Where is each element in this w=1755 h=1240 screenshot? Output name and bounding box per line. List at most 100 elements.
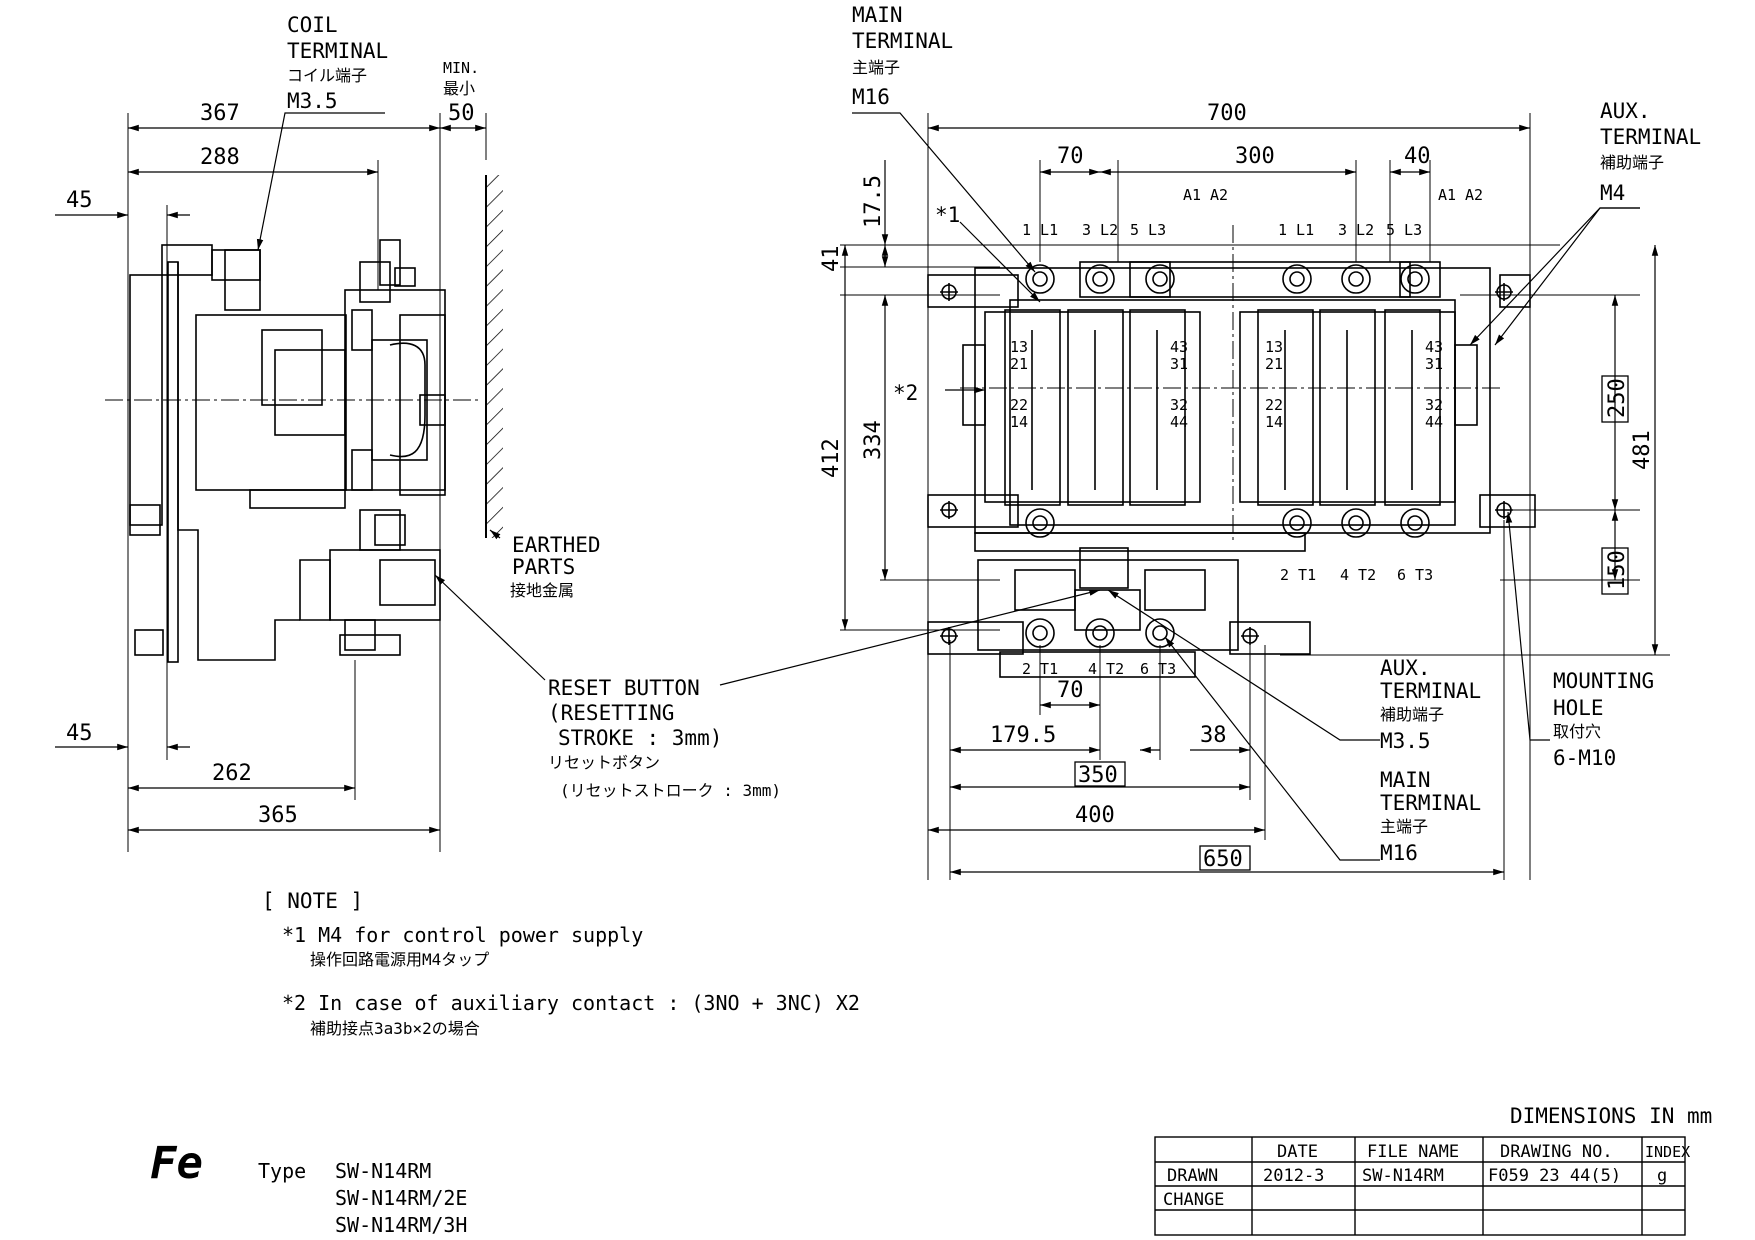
dim-262: 262 bbox=[212, 761, 252, 786]
row-drawn-file: SW-N14RM bbox=[1362, 1166, 1444, 1186]
note-heading: [ NOTE ] bbox=[262, 889, 363, 913]
term-4t2-left: 4 T2 bbox=[1088, 660, 1124, 678]
notes: [ NOTE ] *1 M4 for control power supply … bbox=[262, 889, 860, 1038]
aux-terminal-bottom-1: AUX. bbox=[1380, 656, 1431, 680]
aux-31-left: 31 bbox=[1170, 355, 1188, 373]
dim-288: 288 bbox=[200, 145, 240, 170]
hdr-date: DATE bbox=[1277, 1142, 1318, 1162]
earthed-label-2: PARTS bbox=[512, 555, 575, 579]
dim-481: 481 bbox=[1630, 430, 1655, 470]
term-3l2-left: 3 L2 bbox=[1082, 221, 1118, 239]
aux-32-left: 32 bbox=[1170, 396, 1188, 414]
term-4t2-right: 4 T2 bbox=[1340, 566, 1376, 584]
dim-70-top: 70 bbox=[1057, 144, 1084, 169]
mounting-hole-1: MOUNTING bbox=[1553, 669, 1654, 693]
reset-label-1: RESET BUTTON bbox=[548, 676, 700, 700]
dim-17-5: 17.5 bbox=[861, 175, 886, 228]
term-6t3-left: 6 T3 bbox=[1140, 660, 1176, 678]
main-terminal-top-1: MAIN bbox=[852, 3, 903, 27]
right-front-view bbox=[840, 113, 1670, 880]
note-1-en: *1 M4 for control power supply bbox=[282, 923, 643, 947]
reset-stroke-jp: (リセットストローク : 3mm) bbox=[560, 781, 781, 800]
type-1: SW-N14RM bbox=[335, 1159, 431, 1183]
star1-marker: *1 bbox=[935, 203, 960, 227]
aux-43-left: 43 bbox=[1170, 338, 1188, 356]
term-5l3-left: 5 L3 bbox=[1130, 221, 1166, 239]
term-2t1-right: 2 T1 bbox=[1280, 566, 1316, 584]
dim-40: 40 bbox=[1404, 144, 1431, 169]
reset-label-3: STROKE : 3mm) bbox=[558, 726, 722, 750]
note-2-en: *2 In case of auxiliary contact : (3NO +… bbox=[282, 991, 860, 1015]
title-table-grid bbox=[1154, 1136, 1686, 1236]
dim-45-top: 45 bbox=[66, 188, 93, 213]
type-2: SW-N14RM/2E bbox=[335, 1186, 467, 1210]
hdr-index: INDEX bbox=[1645, 1143, 1690, 1161]
hdr-drawing-no: DRAWING NO. bbox=[1500, 1142, 1613, 1162]
row-drawn-index: g bbox=[1657, 1166, 1667, 1186]
term-a2-right: A2 bbox=[1465, 186, 1483, 204]
term-a1-left: A1 bbox=[1183, 186, 1201, 204]
dim-365: 365 bbox=[258, 803, 298, 828]
dim-70-bottom: 70 bbox=[1057, 678, 1084, 703]
aux-terminal-bottom-jp: 補助端子 bbox=[1380, 705, 1444, 724]
aux-43-right: 43 bbox=[1425, 338, 1443, 356]
left-side-view bbox=[105, 113, 503, 852]
type-label: Type bbox=[258, 1159, 306, 1183]
term-1l1-right: 1 L1 bbox=[1278, 221, 1314, 239]
coil-terminal-label-jp: コイル端子 bbox=[287, 66, 367, 85]
left-dimension-lines bbox=[55, 112, 1101, 834]
term-a1-right: A1 bbox=[1438, 186, 1456, 204]
main-terminal-top-2: TERMINAL bbox=[852, 29, 953, 53]
dim-400: 400 bbox=[1075, 803, 1115, 828]
dim-334: 334 bbox=[861, 420, 886, 460]
dim-367: 367 bbox=[200, 101, 240, 126]
aux-terminal-bottom-size: M3.5 bbox=[1380, 729, 1431, 753]
term-5l3-right: 5 L3 bbox=[1386, 221, 1422, 239]
note-1-jp: 操作回路電源用M4タップ bbox=[310, 950, 489, 969]
aux-terminal-top-size: M4 bbox=[1600, 181, 1625, 205]
dim-41: 41 bbox=[819, 246, 844, 273]
dim-179-5: 179.5 bbox=[990, 723, 1056, 748]
dim-50: 50 bbox=[448, 101, 475, 126]
aux-22-left: 22 bbox=[1010, 396, 1028, 414]
aux-terminal-top-1: AUX. bbox=[1600, 99, 1651, 123]
main-terminal-top-jp: 主端子 bbox=[852, 58, 900, 77]
main-terminal-bottom-jp: 主端子 bbox=[1380, 817, 1428, 836]
main-terminal-bottom-1: MAIN bbox=[1380, 768, 1431, 792]
aux-14-right: 14 bbox=[1265, 413, 1283, 431]
type-3: SW-N14RM/3H bbox=[335, 1213, 467, 1237]
aux-44-left: 44 bbox=[1170, 413, 1188, 431]
coil-terminal-label-2: TERMINAL bbox=[287, 39, 388, 63]
row-change-label: CHANGE bbox=[1163, 1190, 1224, 1210]
reset-label-jp: リセットボタン bbox=[548, 753, 660, 772]
dim-300: 300 bbox=[1235, 144, 1275, 169]
coil-terminal-size: M3.5 bbox=[287, 89, 338, 113]
dim-350: 350 bbox=[1078, 763, 1118, 788]
term-6t3-right: 6 T3 bbox=[1397, 566, 1433, 584]
min-label: MIN. bbox=[443, 59, 479, 77]
dim-650: 650 bbox=[1203, 847, 1243, 872]
aux-13-right: 13 bbox=[1265, 338, 1283, 356]
main-terminal-top-size: M16 bbox=[852, 85, 890, 109]
dim-412: 412 bbox=[819, 438, 844, 478]
term-a2-left: A2 bbox=[1210, 186, 1228, 204]
aux-13-left: 13 bbox=[1010, 338, 1028, 356]
aux-44-right: 44 bbox=[1425, 413, 1443, 431]
min-label-jp: 最小 bbox=[443, 79, 475, 98]
aux-31-right: 31 bbox=[1425, 355, 1443, 373]
aux-14-left: 14 bbox=[1010, 413, 1028, 431]
row-drawn-date: 2012-3 bbox=[1263, 1166, 1324, 1186]
hdr-file-name: FILE NAME bbox=[1367, 1142, 1459, 1162]
reset-label-2: (RESETTING bbox=[548, 701, 674, 725]
aux-terminal-top-jp: 補助端子 bbox=[1600, 153, 1664, 172]
left-view-labels: COIL TERMINAL コイル端子 M3.5 MIN. 最小 50 367 … bbox=[66, 13, 781, 828]
dim-700: 700 bbox=[1207, 101, 1247, 126]
right-view-labels: MAIN TERMINAL 主端子 M16 AUX. TERMINAL 補助端子… bbox=[819, 3, 1701, 872]
terminal-screws bbox=[940, 264, 1513, 648]
dim-150: 150 bbox=[1605, 550, 1630, 590]
main-terminal-bottom-size: M16 bbox=[1380, 841, 1418, 865]
aux-32-right: 32 bbox=[1425, 396, 1443, 414]
coil-terminal-label-1: COIL bbox=[287, 13, 338, 37]
row-drawn-label: DRAWN bbox=[1167, 1166, 1218, 1186]
